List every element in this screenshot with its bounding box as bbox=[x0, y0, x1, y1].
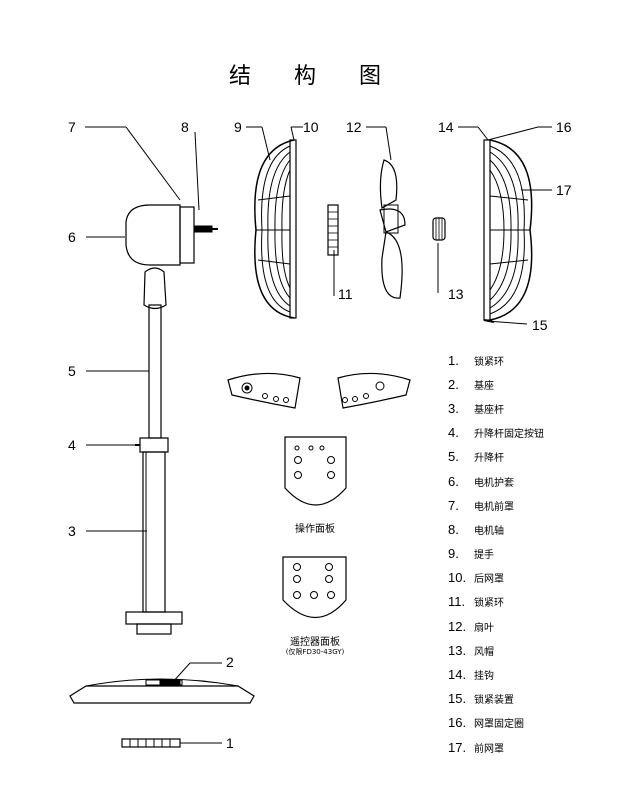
remote-panel-note: (仅限FD30-43GY) bbox=[285, 648, 345, 656]
callout-13: 13 bbox=[448, 286, 464, 302]
callout-14: 14 bbox=[438, 119, 454, 135]
legend-item: 5.升降杆 bbox=[448, 449, 504, 465]
callout-4: 4 bbox=[68, 437, 76, 453]
callout-17: 17 bbox=[556, 182, 572, 198]
legend-item: 2.基座 bbox=[448, 376, 494, 392]
legend-item: 16.网罩固定圈 bbox=[448, 715, 524, 731]
parts-legend: 1.锁紧环 2.基座 3.基座杆 4.升降杆固定按钮 5.升降杆 6.电机护套 … bbox=[448, 348, 623, 759]
legend-item: 17.前网罩 bbox=[448, 739, 504, 755]
callout-8: 8 bbox=[181, 119, 189, 135]
callout-6: 6 bbox=[68, 229, 76, 245]
legend-item: 11.锁紧环 bbox=[448, 594, 504, 610]
remote-panel-caption: 遥控器面板 bbox=[290, 637, 340, 648]
legend-item: 9.提手 bbox=[448, 546, 494, 562]
callout-5: 5 bbox=[68, 363, 76, 379]
legend-item: 12.扇叶 bbox=[448, 618, 494, 634]
legend-item: 3.基座杆 bbox=[448, 400, 504, 416]
page-title: 结 构 图 bbox=[229, 64, 399, 89]
legend-item: 1.锁紧环 bbox=[448, 352, 504, 368]
callout-10: 10 bbox=[303, 119, 319, 135]
legend-item: 8.电机轴 bbox=[448, 521, 504, 537]
legend-item: 4.升降杆固定按钮 bbox=[448, 425, 544, 441]
legend-item: 6.电机护套 bbox=[448, 473, 514, 489]
callout-16: 16 bbox=[556, 119, 572, 135]
control-panel-caption: 操作面板 bbox=[295, 524, 335, 535]
legend-item: 15.锁紧装置 bbox=[448, 691, 514, 707]
callout-15: 15 bbox=[532, 317, 548, 333]
callout-2: 2 bbox=[226, 654, 234, 670]
legend-item: 14.挂钩 bbox=[448, 667, 494, 683]
callout-7: 7 bbox=[68, 119, 76, 135]
legend-item: 10.后网罩 bbox=[448, 570, 504, 586]
callout-12: 12 bbox=[346, 119, 362, 135]
callout-11: 11 bbox=[338, 286, 353, 302]
callout-1: 1 bbox=[226, 735, 234, 751]
legend-item: 7.电机前罩 bbox=[448, 497, 514, 513]
callout-3: 3 bbox=[68, 523, 76, 539]
callout-9: 9 bbox=[234, 119, 242, 135]
legend-item: 13.风帽 bbox=[448, 642, 494, 658]
